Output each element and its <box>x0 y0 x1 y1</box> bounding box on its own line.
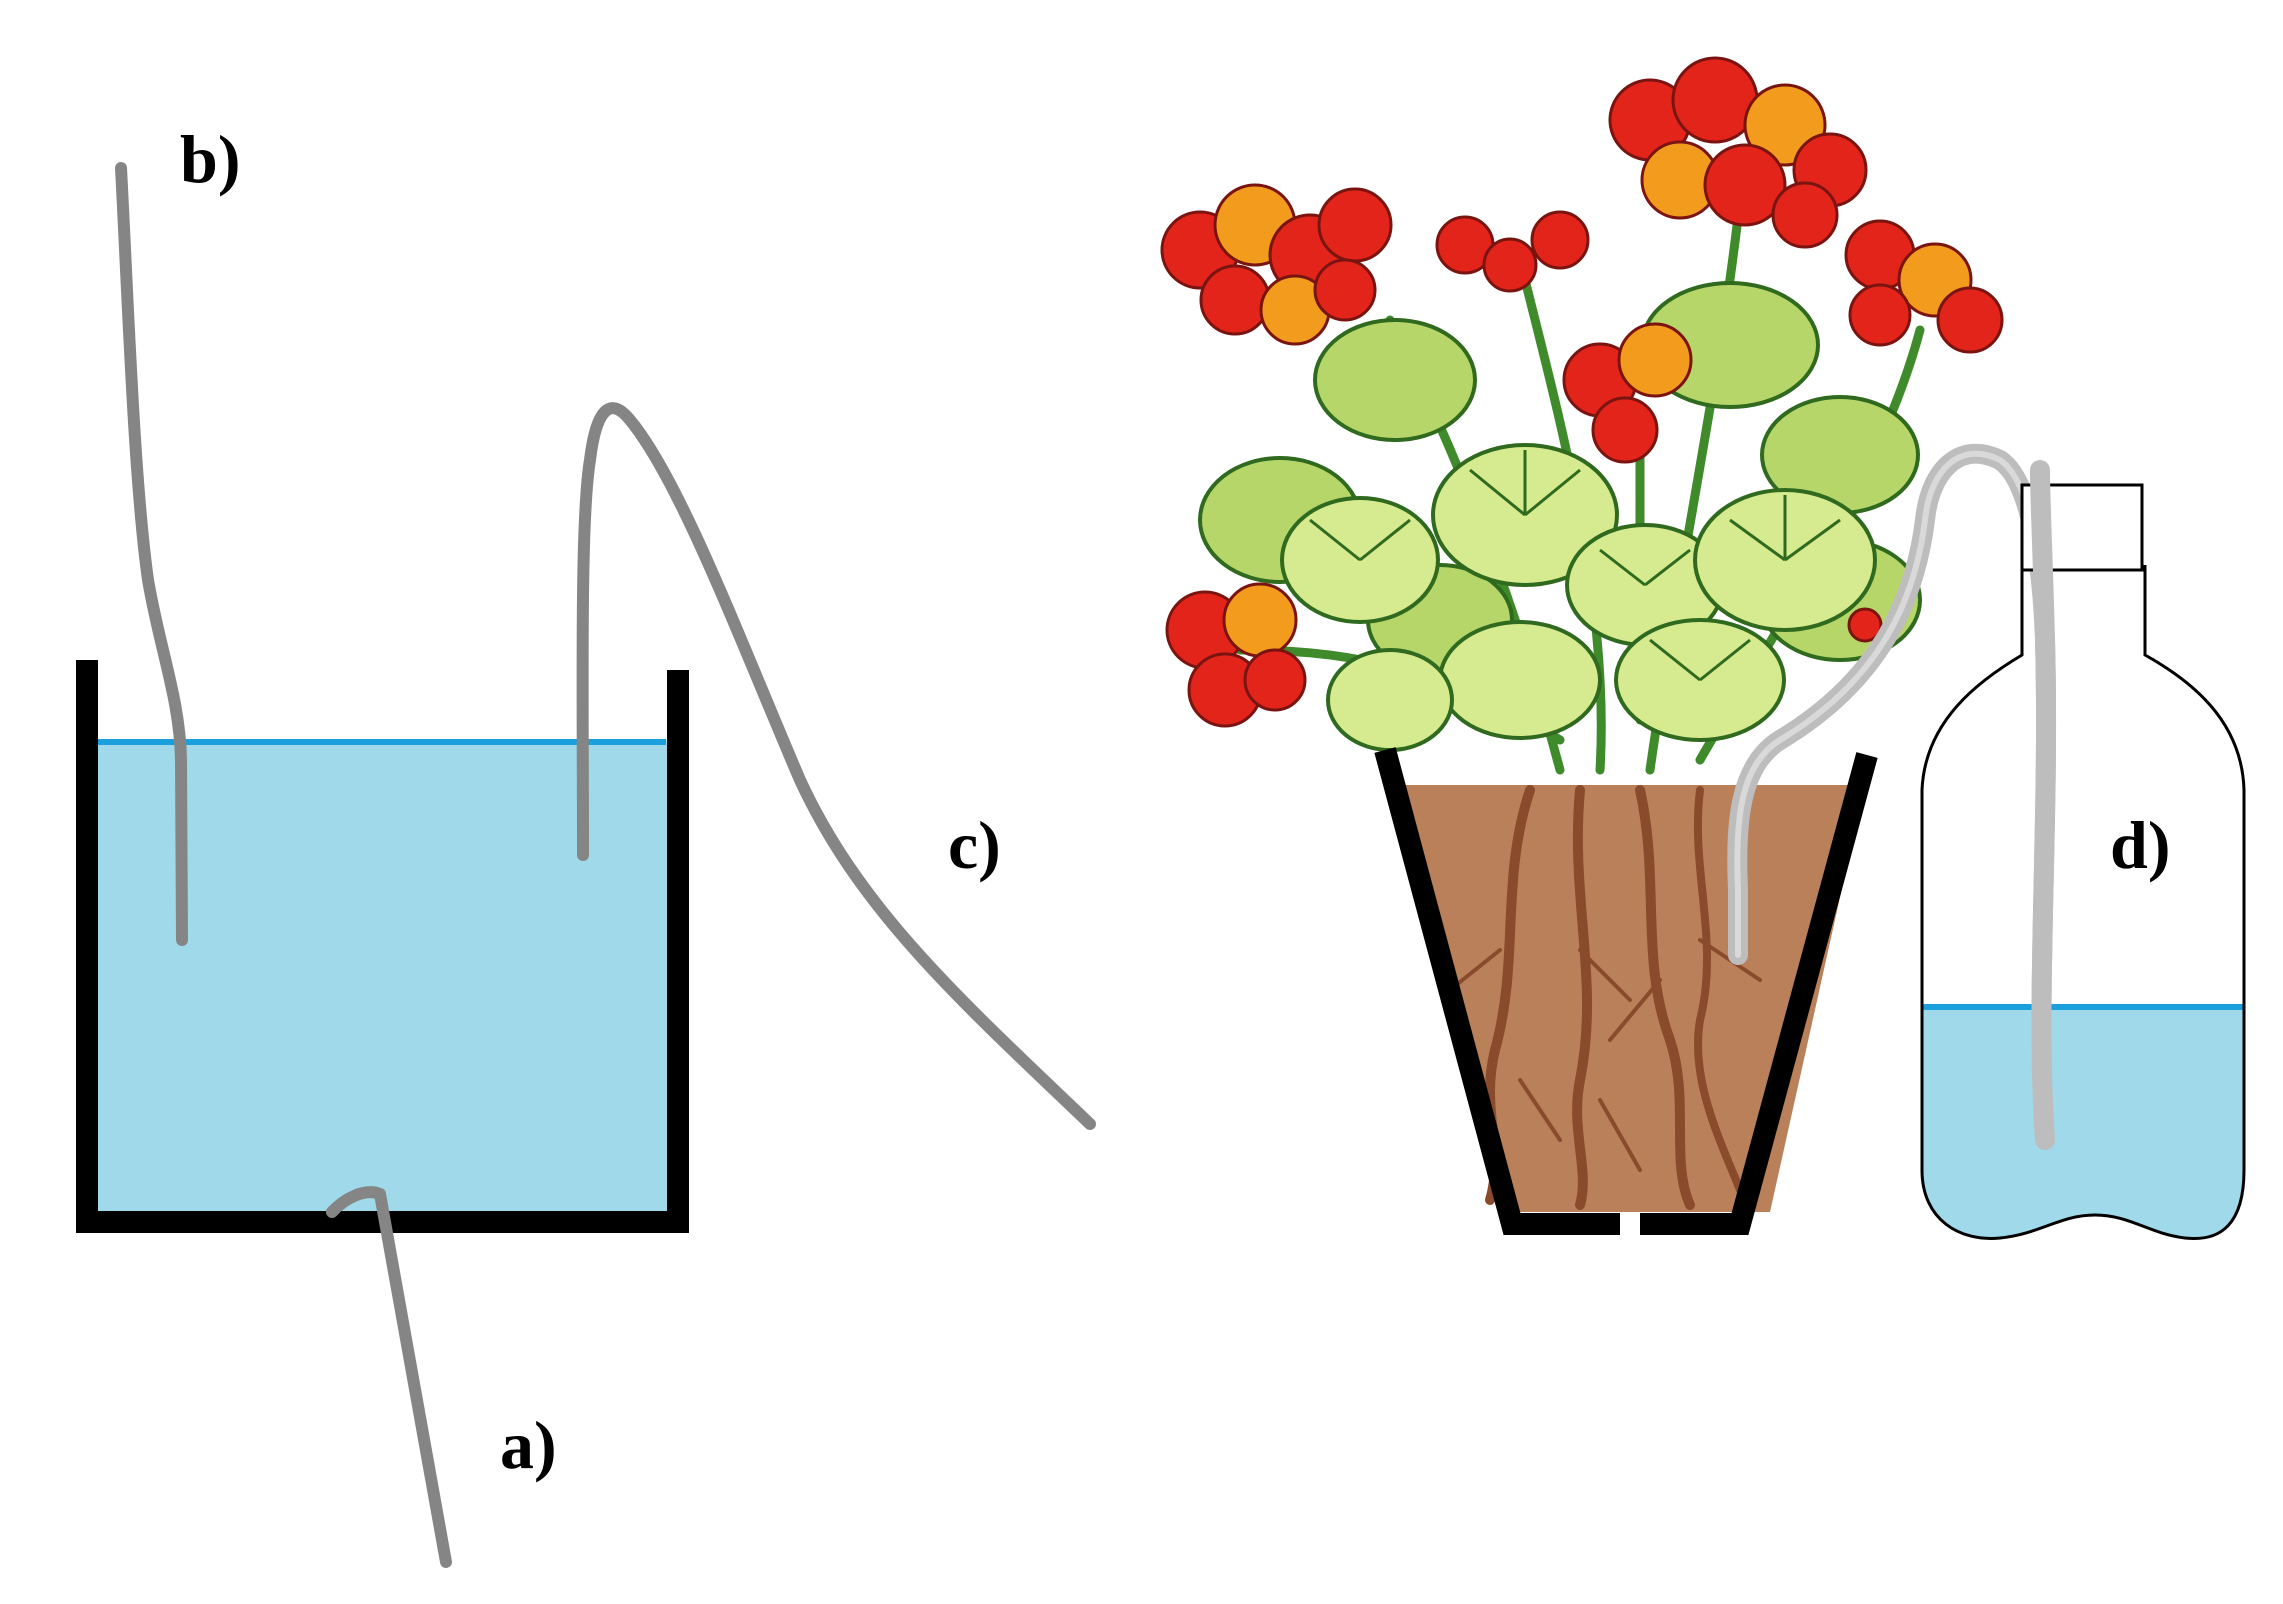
flower-cluster-left <box>1160 183 1393 346</box>
tube-a <box>326 1186 452 1568</box>
flower-cluster-center <box>1435 210 1693 464</box>
tube-d-bottle-section <box>2030 460 2057 1150</box>
flower-cluster-lower-left <box>1165 582 1307 728</box>
label-b: b) <box>180 121 240 197</box>
water-bottle <box>1920 483 2246 1241</box>
label-a: a) <box>500 1407 557 1483</box>
tube-c <box>576 402 1096 1130</box>
pot-outline <box>1374 747 1878 1235</box>
plant-pot <box>1374 747 1878 1235</box>
flower-cluster-top <box>1608 56 1868 249</box>
flower-cluster-right <box>1844 219 2004 354</box>
tube-b <box>115 162 188 946</box>
plant-foliage <box>1160 56 2004 775</box>
bottle-water <box>1922 1007 2244 1239</box>
label-d: d) <box>2110 807 2170 883</box>
bottle-outline <box>1920 565 2246 1241</box>
label-c: c) <box>948 807 1001 883</box>
